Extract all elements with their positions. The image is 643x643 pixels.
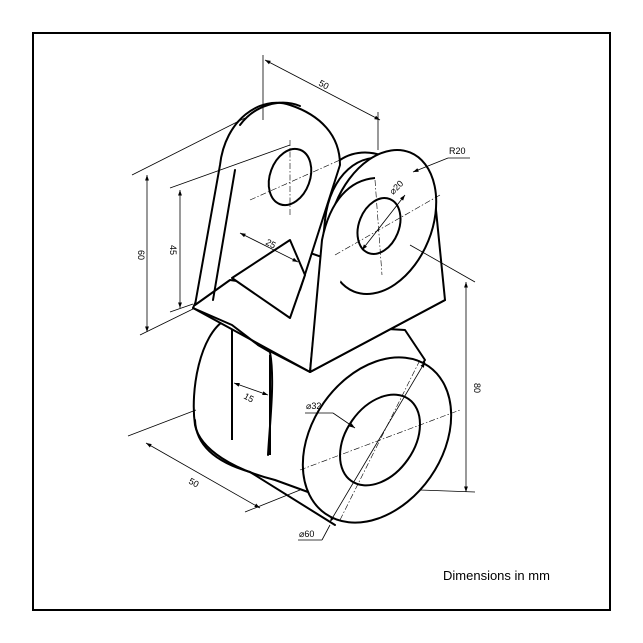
dim-radius-label: R20	[449, 146, 466, 156]
dim-rib-label: 15	[242, 391, 256, 405]
dim-width-top: 50	[262, 55, 381, 150]
dim-outer-diameter-label: ⌀60	[299, 529, 314, 539]
dim-bore-label: ⌀32	[306, 401, 321, 411]
left-lug	[194, 101, 341, 319]
dim-height-right-label: 80	[472, 383, 482, 393]
dim-height-right: 80	[409, 244, 482, 493]
dim-height-inner: 45	[168, 144, 291, 313]
dim-width-top-label: 50	[317, 78, 331, 92]
dim-radius: R20	[412, 146, 470, 173]
dim-height-total-label: 60	[136, 250, 146, 260]
drawing-frame	[32, 32, 611, 611]
dim-depth-bottom: 50	[127, 409, 301, 513]
dim-depth-bottom-label: 50	[187, 476, 201, 490]
dim-height-total: 60	[131, 117, 246, 336]
dim-rib: 15	[233, 382, 269, 405]
dim-height-inner-label: 45	[168, 245, 178, 255]
dim-slot-width: 25	[239, 232, 299, 263]
dim-slot-width-label: 25	[264, 237, 278, 251]
units-note: Dimensions in mm	[443, 568, 550, 583]
dim-outer-diameter: ⌀60	[298, 361, 426, 541]
